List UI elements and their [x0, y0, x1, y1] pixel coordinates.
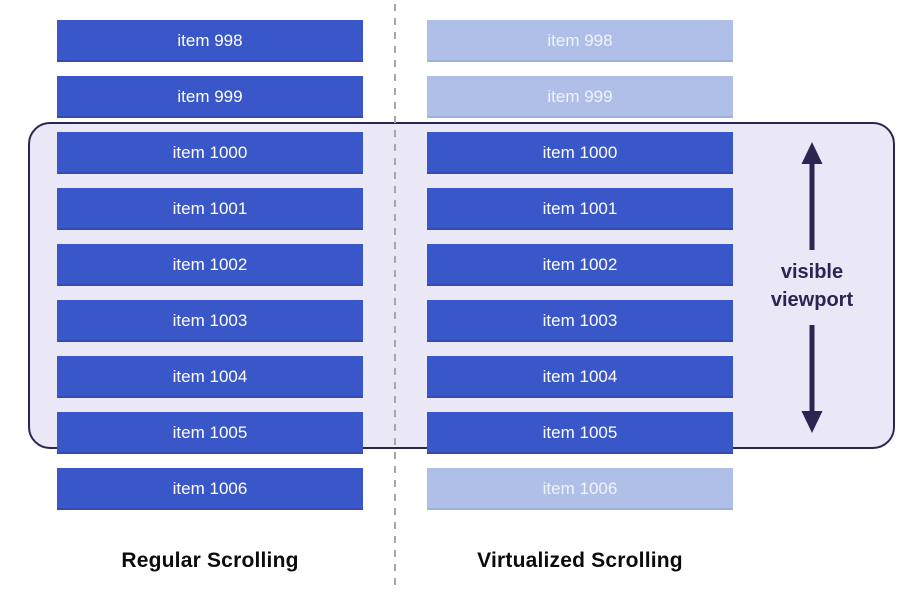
- list-item: item 1004: [57, 356, 363, 398]
- visible-viewport-label-line2: viewport: [770, 289, 854, 311]
- list-item: item 1005: [57, 412, 363, 454]
- list-item: item 1003: [427, 300, 733, 342]
- viewport-scroll-arrows-icon: [801, 142, 823, 433]
- visible-viewport-label: visible viewport: [742, 258, 882, 314]
- list-item: item 1006: [427, 468, 733, 510]
- regular-scrolling-list: item 998 item 999 item 1000 item 1001 it…: [57, 20, 363, 524]
- list-item: item 999: [57, 76, 363, 118]
- list-item: item 998: [57, 20, 363, 62]
- list-item: item 1006: [57, 468, 363, 510]
- virtualized-scrolling-caption: Virtualized Scrolling: [477, 549, 683, 572]
- list-item: item 1003: [57, 300, 363, 342]
- list-item: item 998: [427, 20, 733, 62]
- list-item: item 1001: [427, 188, 733, 230]
- list-item: item 1005: [427, 412, 733, 454]
- scroll-up-arrow-icon: [801, 142, 823, 250]
- virtualized-scrolling-list: item 998 item 999 item 1000 item 1001 it…: [427, 20, 733, 524]
- list-item: item 1004: [427, 356, 733, 398]
- list-item: item 1002: [427, 244, 733, 286]
- list-item: item 999: [427, 76, 733, 118]
- list-item: item 1002: [57, 244, 363, 286]
- scroll-down-arrow-icon: [801, 325, 823, 433]
- visible-viewport-label-line1: visible: [780, 261, 844, 283]
- list-item: item 1000: [427, 132, 733, 174]
- regular-scrolling-caption: Regular Scrolling: [121, 549, 299, 572]
- list-item: item 1001: [57, 188, 363, 230]
- list-item: item 1000: [57, 132, 363, 174]
- column-divider-dashed-line: [394, 4, 396, 590]
